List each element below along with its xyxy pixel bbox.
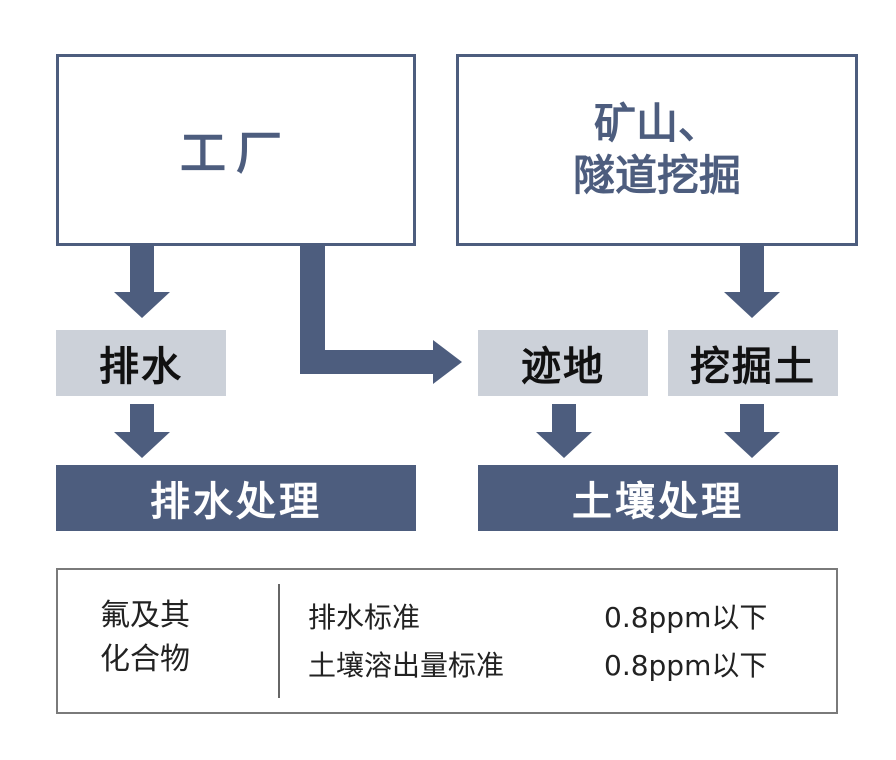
standard-row-label: 土壤溶出量标准 xyxy=(308,649,505,682)
drainage-treatment-box: 排水处理 xyxy=(56,465,416,531)
factory-box: 工厂 xyxy=(56,54,416,246)
site-label: 迹地 xyxy=(521,344,605,390)
excavated-soil-box: 挖掘土 xyxy=(668,330,838,396)
standards-divider xyxy=(278,584,280,698)
site-box: 迹地 xyxy=(478,330,648,396)
mine-tunnel-box: 矿山、 隧道挖掘 xyxy=(456,54,858,246)
substance-line2: 化合物 xyxy=(100,642,190,677)
mine-label-line2: 隧道挖掘 xyxy=(572,151,741,200)
drainage-treatment-label: 排水处理 xyxy=(150,479,322,525)
standard-row-label: 排水标准 xyxy=(308,601,421,634)
excavated-soil-label: 挖掘土 xyxy=(690,344,816,390)
factory-label: 工厂 xyxy=(180,126,292,180)
arrow-factory-to-drainage xyxy=(114,245,170,318)
soil-treatment-label: 土壤处理 xyxy=(572,479,744,525)
substance-label: 氟及其 化合物 xyxy=(100,594,250,682)
drainage-label: 排水 xyxy=(99,344,183,390)
standards-box: 氟及其 化合物 排水标准 0.8ppm以下 土壤溶出量标准 0.8ppm以下 xyxy=(56,568,838,714)
drainage-box: 排水 xyxy=(56,330,226,396)
arrow-mine-to-excavated-soil xyxy=(724,245,780,318)
arrow-excavated-to-soil-treatment xyxy=(724,404,780,458)
arrow-site-to-soil-treatment xyxy=(536,404,592,458)
arrow-factory-to-site xyxy=(300,245,462,384)
soil-treatment-box: 土壤处理 xyxy=(478,465,838,531)
substance-line1: 氟及其 xyxy=(100,598,190,633)
mine-label-line1: 矿山、 xyxy=(593,99,720,148)
standard-row-value: 0.8ppm以下 xyxy=(604,649,768,682)
arrow-drainage-to-treatment xyxy=(114,404,170,458)
standard-row-value: 0.8ppm以下 xyxy=(604,601,768,634)
